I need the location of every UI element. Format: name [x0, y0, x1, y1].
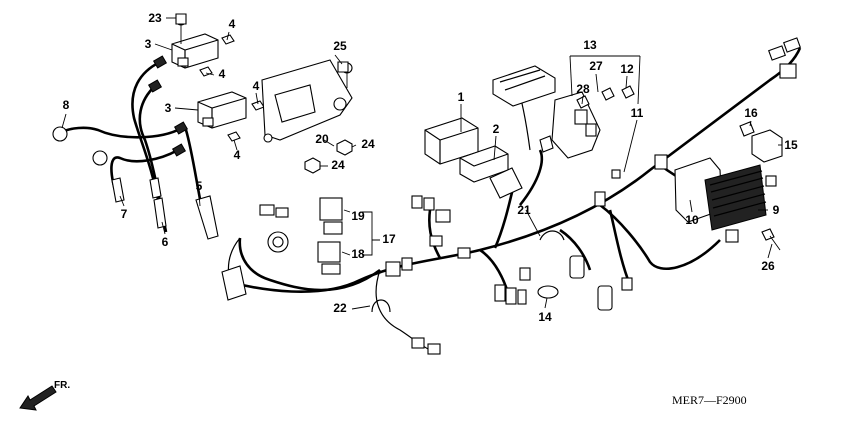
callout-c12: 12	[620, 62, 634, 76]
callout-c21: 21	[517, 203, 531, 217]
callout-c27: 27	[589, 59, 603, 73]
bolts	[175, 13, 781, 251]
diagram-code: MER7—F2900	[672, 393, 747, 407]
callout-c26: 26	[761, 259, 775, 273]
callout-c7: 7	[121, 207, 128, 221]
callout-c15: 15	[784, 138, 798, 152]
callout-c3b: 3	[165, 101, 172, 115]
callout-c23: 23	[148, 11, 162, 25]
callout-c1: 1	[458, 90, 465, 104]
sensors	[569, 255, 633, 311]
callout-c22: 22	[333, 301, 347, 315]
nuts-24	[304, 139, 353, 174]
relays	[317, 197, 343, 275]
callout-c20: 20	[315, 132, 329, 146]
spark-plug-cables	[52, 55, 219, 240]
callout-c4b: 4	[219, 67, 226, 81]
regulator-rectifier	[674, 157, 767, 231]
callout-c16: 16	[744, 106, 758, 120]
callout-c13: 13	[583, 38, 597, 52]
clip-nuts	[199, 34, 265, 142]
callout-c24b: 24	[331, 158, 345, 172]
callout-c3a: 3	[145, 37, 152, 51]
front-direction-marker: FR.	[19, 380, 70, 411]
turn-relay	[739, 121, 783, 163]
clamps	[371, 230, 565, 313]
ignition-coil-upper	[171, 14, 219, 69]
callout-c14: 14	[538, 310, 552, 324]
fuse-boxes	[424, 117, 523, 199]
callout-c11: 11	[631, 106, 644, 120]
callout-c28: 28	[576, 82, 590, 96]
ignition-coil-lower	[197, 91, 247, 129]
callout-c8: 8	[63, 98, 70, 112]
leader-lines	[61, 17, 782, 310]
callout-c6: 6	[162, 235, 169, 249]
callout-c19: 19	[351, 209, 365, 223]
harness-connectors	[221, 37, 801, 355]
starter-relay	[539, 85, 635, 179]
callout-c17: 17	[382, 232, 396, 246]
callout-c25: 25	[333, 39, 347, 53]
callout-c2: 2	[493, 122, 500, 136]
callout-c24a: 24	[361, 137, 375, 151]
callout-c18: 18	[351, 247, 365, 261]
callout-labels: 1233444456789101112131415161718192021222…	[63, 11, 798, 324]
callout-c10: 10	[685, 213, 699, 227]
callout-c4a: 4	[229, 17, 236, 31]
callout-c9: 9	[773, 203, 780, 217]
callout-c4c: 4	[253, 79, 260, 93]
front-arrow-icon	[19, 385, 57, 411]
front-label: FR.	[54, 380, 70, 391]
callout-c4d: 4	[234, 148, 241, 162]
ecu-connector	[492, 65, 556, 107]
callout-c5: 5	[196, 179, 203, 193]
